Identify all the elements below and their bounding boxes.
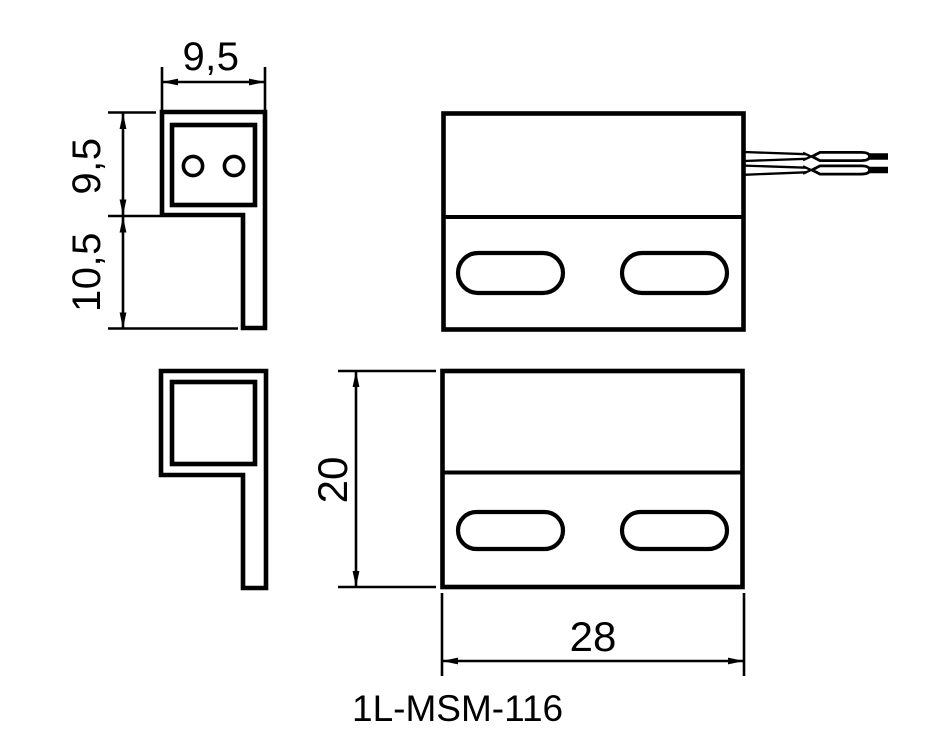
part-number-label: 1L-MSM-116	[352, 688, 563, 729]
wire-lower-insulation-bottom	[743, 171, 807, 176]
side-profile-outline-2	[158, 368, 269, 591]
arrowhead-left-icon	[442, 657, 458, 665]
arrowhead-up-icon	[119, 113, 127, 129]
mounting-slot-right-2	[619, 509, 730, 552]
dim-top-width: 9,5	[160, 35, 267, 110]
wire-hole-left-icon	[181, 154, 205, 178]
arrowhead-down-icon	[119, 199, 127, 216]
reed-cavity-outline-2	[169, 379, 258, 467]
arrowhead-left-icon	[162, 78, 178, 86]
top-side-view	[159, 109, 268, 331]
sensor-body-outline-2	[440, 368, 745, 590]
wire-hole-right-icon	[222, 154, 246, 178]
wire-upper-insulation-bottom	[743, 157, 807, 163]
dim-top-width-value: 9,5	[182, 35, 239, 79]
dim-front-width: 28	[440, 593, 746, 676]
dim-front-width-value: 28	[570, 613, 617, 660]
wire-upper	[743, 150, 888, 163]
arrowhead-right-icon	[728, 657, 744, 665]
bottom-side-view	[158, 368, 269, 591]
mounting-slot-right	[619, 250, 730, 296]
arrowhead-up-icon	[352, 371, 360, 387]
side-profile-outline	[159, 109, 268, 331]
wire-upper-insulation-top	[743, 150, 807, 156]
arrowhead-down-icon	[352, 571, 360, 587]
sensor-body-outline	[441, 111, 746, 332]
wire-upper-end-outline	[808, 151, 871, 162]
wire-lower	[743, 164, 888, 176]
wire-lower-insulation-top	[743, 164, 807, 169]
arrowhead-down-icon	[119, 312, 127, 329]
wire-lower-end-outline	[808, 164, 871, 176]
mounting-slot-left	[455, 250, 566, 296]
dim-front-height-value: 20	[309, 457, 356, 504]
dim-lower-height-value: 10,5	[65, 232, 109, 312]
arrowhead-up-icon	[119, 216, 127, 233]
bottom-front-view	[440, 368, 745, 590]
reed-cavity-outline	[169, 122, 258, 208]
dim-upper-height-value: 9,5	[65, 137, 109, 194]
arrowhead-right-icon	[249, 78, 265, 86]
top-front-view	[441, 111, 888, 332]
dim-lower-height: 10,5	[65, 216, 127, 329]
mounting-slot-left-2	[455, 509, 566, 552]
dim-upper-height: 9,5	[65, 113, 127, 216]
dim-left-heights: 9,5 10,5	[65, 111, 238, 330]
dim-front-height: 20	[309, 369, 436, 589]
